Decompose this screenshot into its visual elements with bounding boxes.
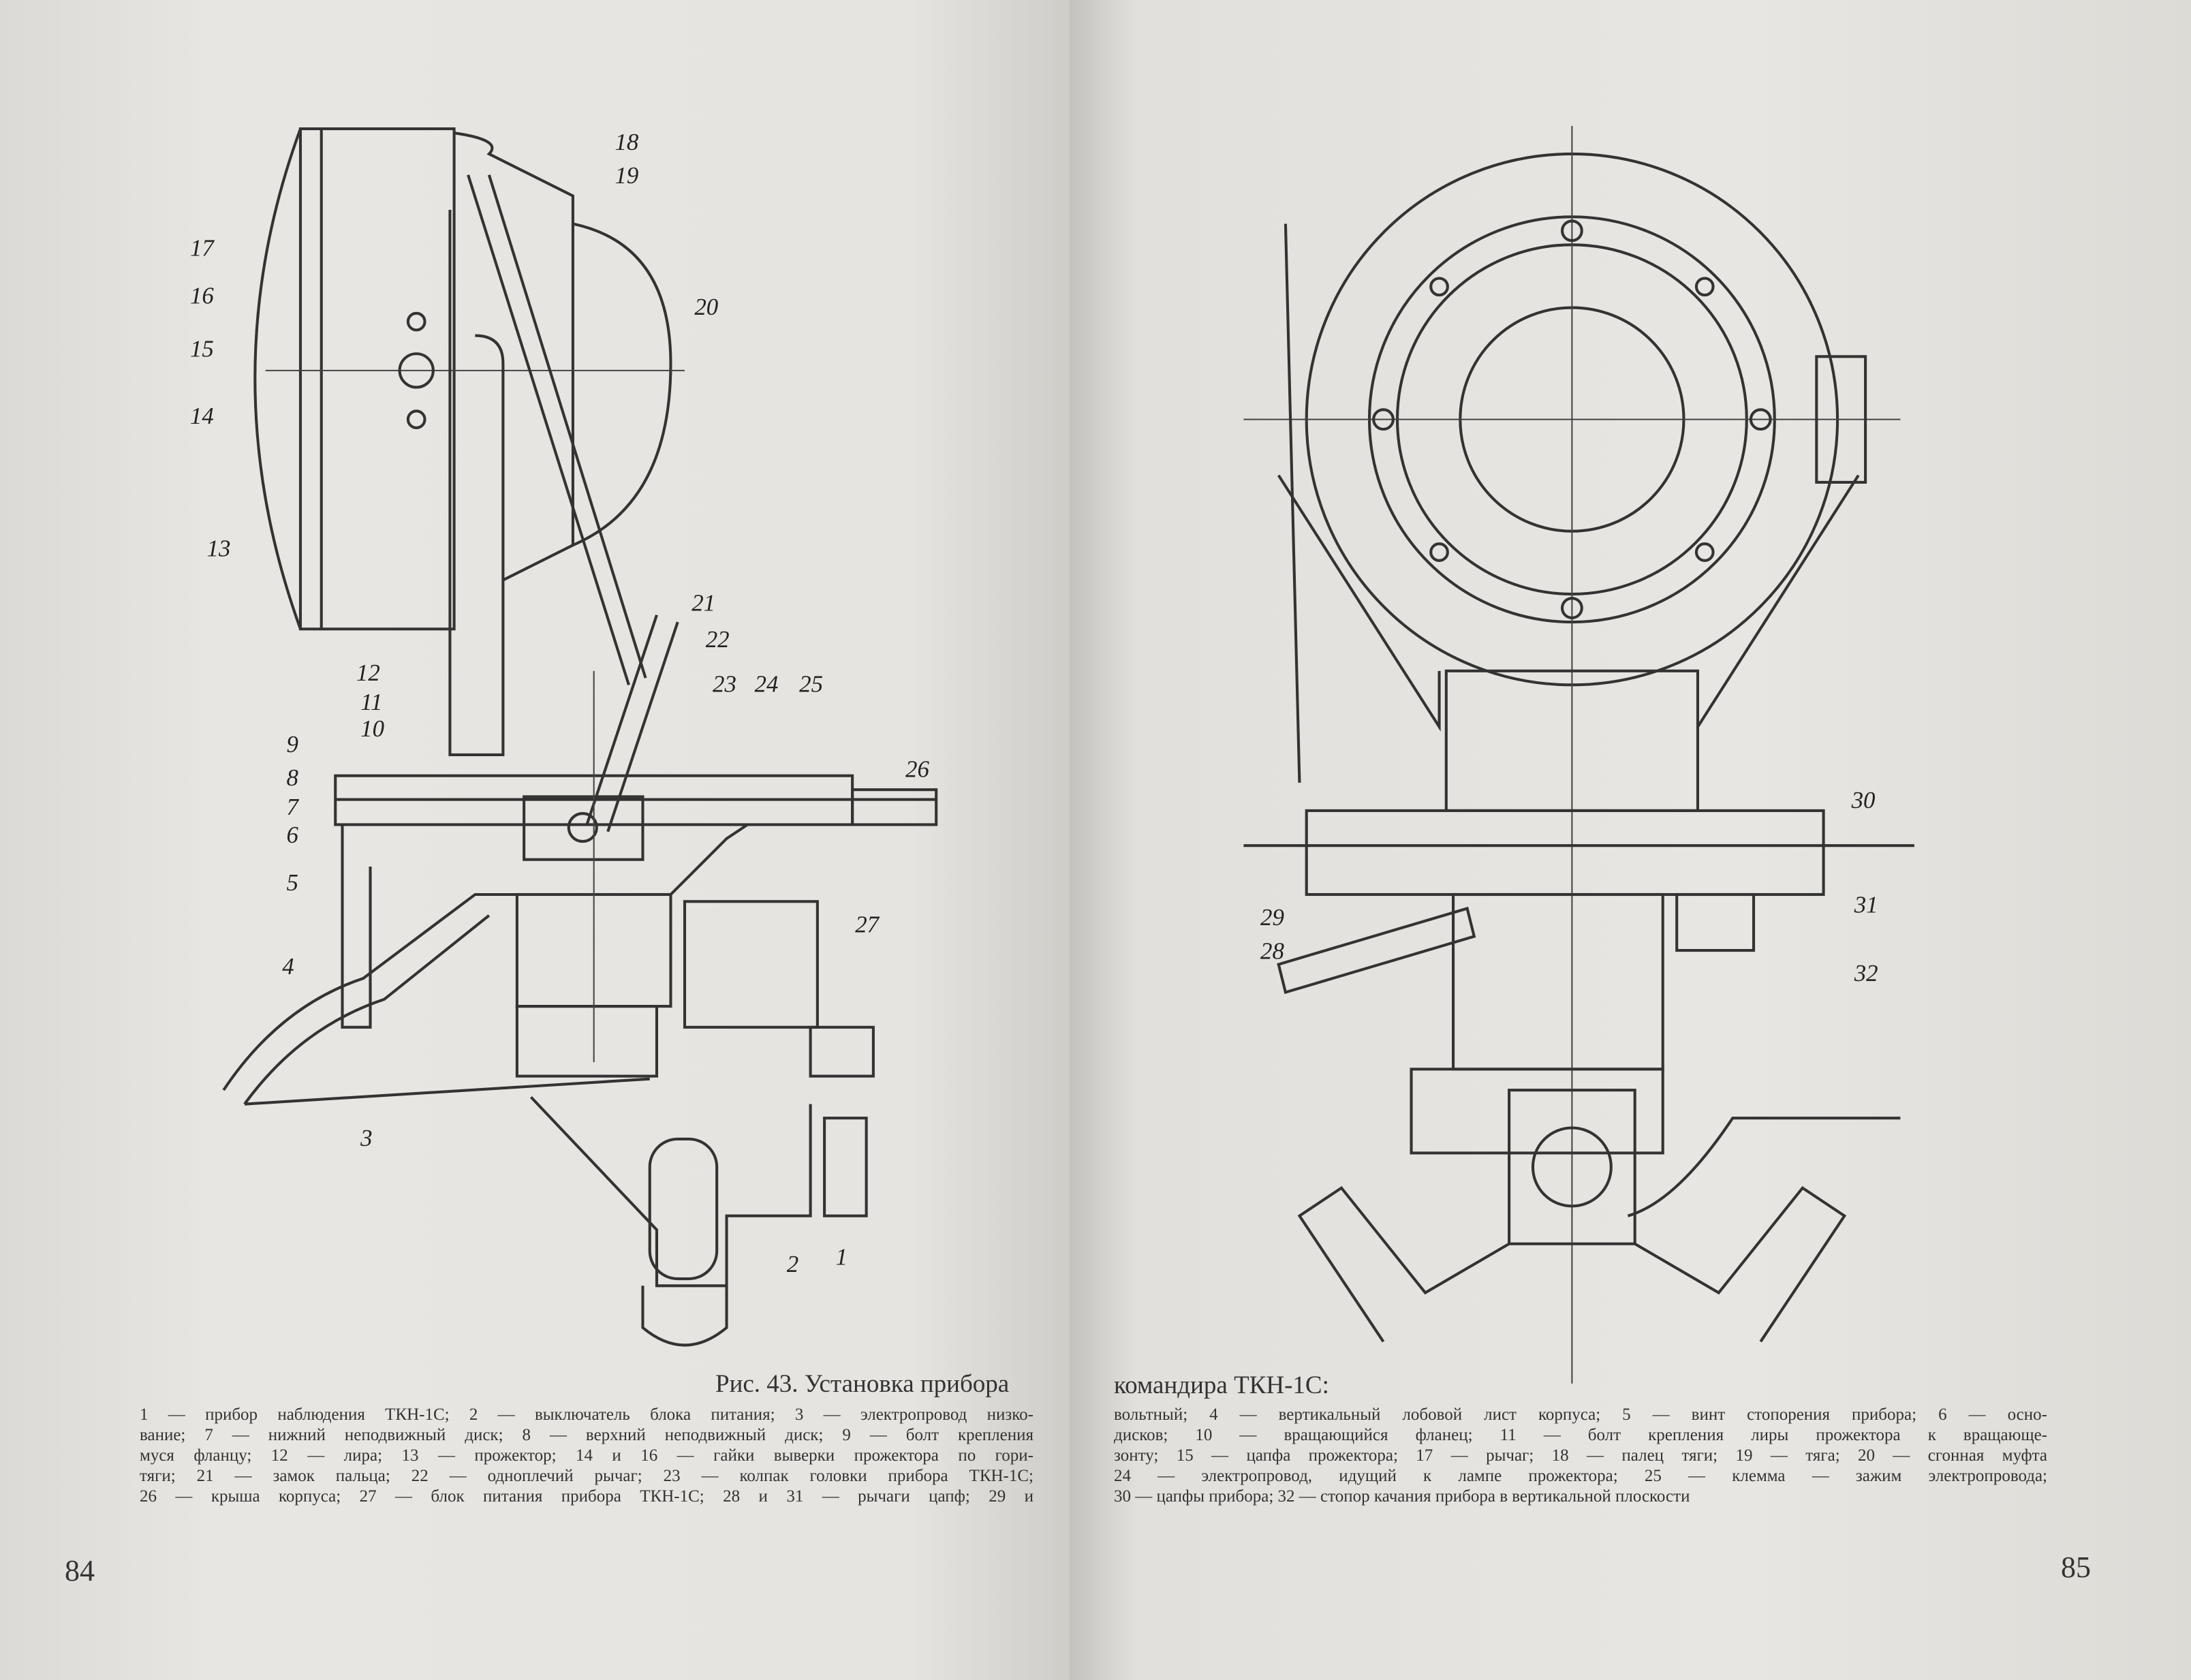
- callout-28: 28: [1260, 937, 1284, 964]
- callout-10: 10: [360, 715, 384, 742]
- caption-line: вольтный; 4 — вертикальный лобовой лист …: [1114, 1405, 2047, 1424]
- callout-7: 7: [286, 794, 299, 820]
- callout-19: 19: [615, 162, 638, 189]
- caption-line: тяги; 21 — замок пальца; 22 — одноплечий…: [140, 1467, 1034, 1485]
- caption-line: муся фланцу; 12 — лира; 13 — прожектор; …: [140, 1446, 1034, 1465]
- callout-25: 25: [799, 671, 823, 698]
- callout-5: 5: [286, 869, 298, 896]
- callout-21: 21: [692, 590, 715, 617]
- callout-15: 15: [190, 335, 214, 362]
- callout-1: 1: [836, 1244, 848, 1271]
- callout-32: 32: [1854, 960, 1878, 986]
- callout-12: 12: [356, 659, 380, 686]
- front-view-callouts: 30 29 31 28 32: [1260, 787, 1878, 986]
- front-view-drawing: [1243, 125, 1914, 1384]
- callout-14: 14: [190, 403, 214, 429]
- left-page: [0, 0, 1070, 1680]
- caption-line: 30 — цапфы прибора; 32 — стопор качания …: [1114, 1487, 1690, 1506]
- callout-24: 24: [755, 671, 779, 698]
- figure-title-left: Рис. 43. Установка прибора: [715, 1370, 1010, 1398]
- callout-18: 18: [615, 129, 638, 155]
- caption-line: 26 — крыша корпуса; 27 — блок питания пр…: [140, 1487, 1034, 1506]
- callout-17: 17: [190, 235, 215, 262]
- callout-3: 3: [360, 1125, 372, 1151]
- right-page: [1070, 0, 2191, 1680]
- callout-26: 26: [905, 756, 929, 783]
- callout-4: 4: [282, 953, 294, 980]
- callout-2: 2: [787, 1251, 798, 1277]
- callout-31: 31: [1854, 892, 1878, 918]
- caption-line: дисков; 10 — вращающийся фланец; 11 — бо…: [1114, 1426, 2047, 1444]
- caption-line: 1 — прибор наблюдения ТКН-1С; 2 — выключ…: [140, 1405, 1034, 1424]
- callout-30: 30: [1851, 787, 1876, 813]
- callout-29: 29: [1260, 904, 1284, 931]
- callout-13: 13: [207, 535, 231, 562]
- caption-right: вольтный; 4 — вертикальный лобовой лист …: [1114, 1405, 2047, 1507]
- page-number-right: 85: [2061, 1551, 2091, 1584]
- caption-line: 24 — электропровод, идущий к лампе проже…: [1114, 1467, 2047, 1485]
- caption-line: вание; 7 — нижний неподвижный диск; 8 — …: [140, 1426, 1034, 1444]
- side-view-drawing: [222, 127, 938, 1347]
- callout-22: 22: [706, 626, 730, 653]
- callout-20: 20: [694, 294, 718, 320]
- callout-11: 11: [360, 689, 382, 715]
- callout-27: 27: [855, 911, 880, 937]
- caption-line: зонту; 15 — цапфа прожектора; 17 — рычаг…: [1114, 1446, 2047, 1465]
- caption-left: 1 — прибор наблюдения ТКН-1С; 2 — выключ…: [140, 1405, 1034, 1507]
- side-view-callouts: 18 19 17 16 20 15 14 13 21 22 12 11 23 2…: [190, 129, 930, 1277]
- callout-23: 23: [713, 671, 736, 698]
- callout-8: 8: [286, 764, 298, 791]
- callout-6: 6: [286, 822, 298, 848]
- callout-9: 9: [286, 731, 298, 758]
- callout-16: 16: [190, 282, 214, 309]
- figure-title-right: командира ТКН-1С:: [1114, 1371, 1329, 1399]
- page-number-left: 84: [65, 1554, 95, 1587]
